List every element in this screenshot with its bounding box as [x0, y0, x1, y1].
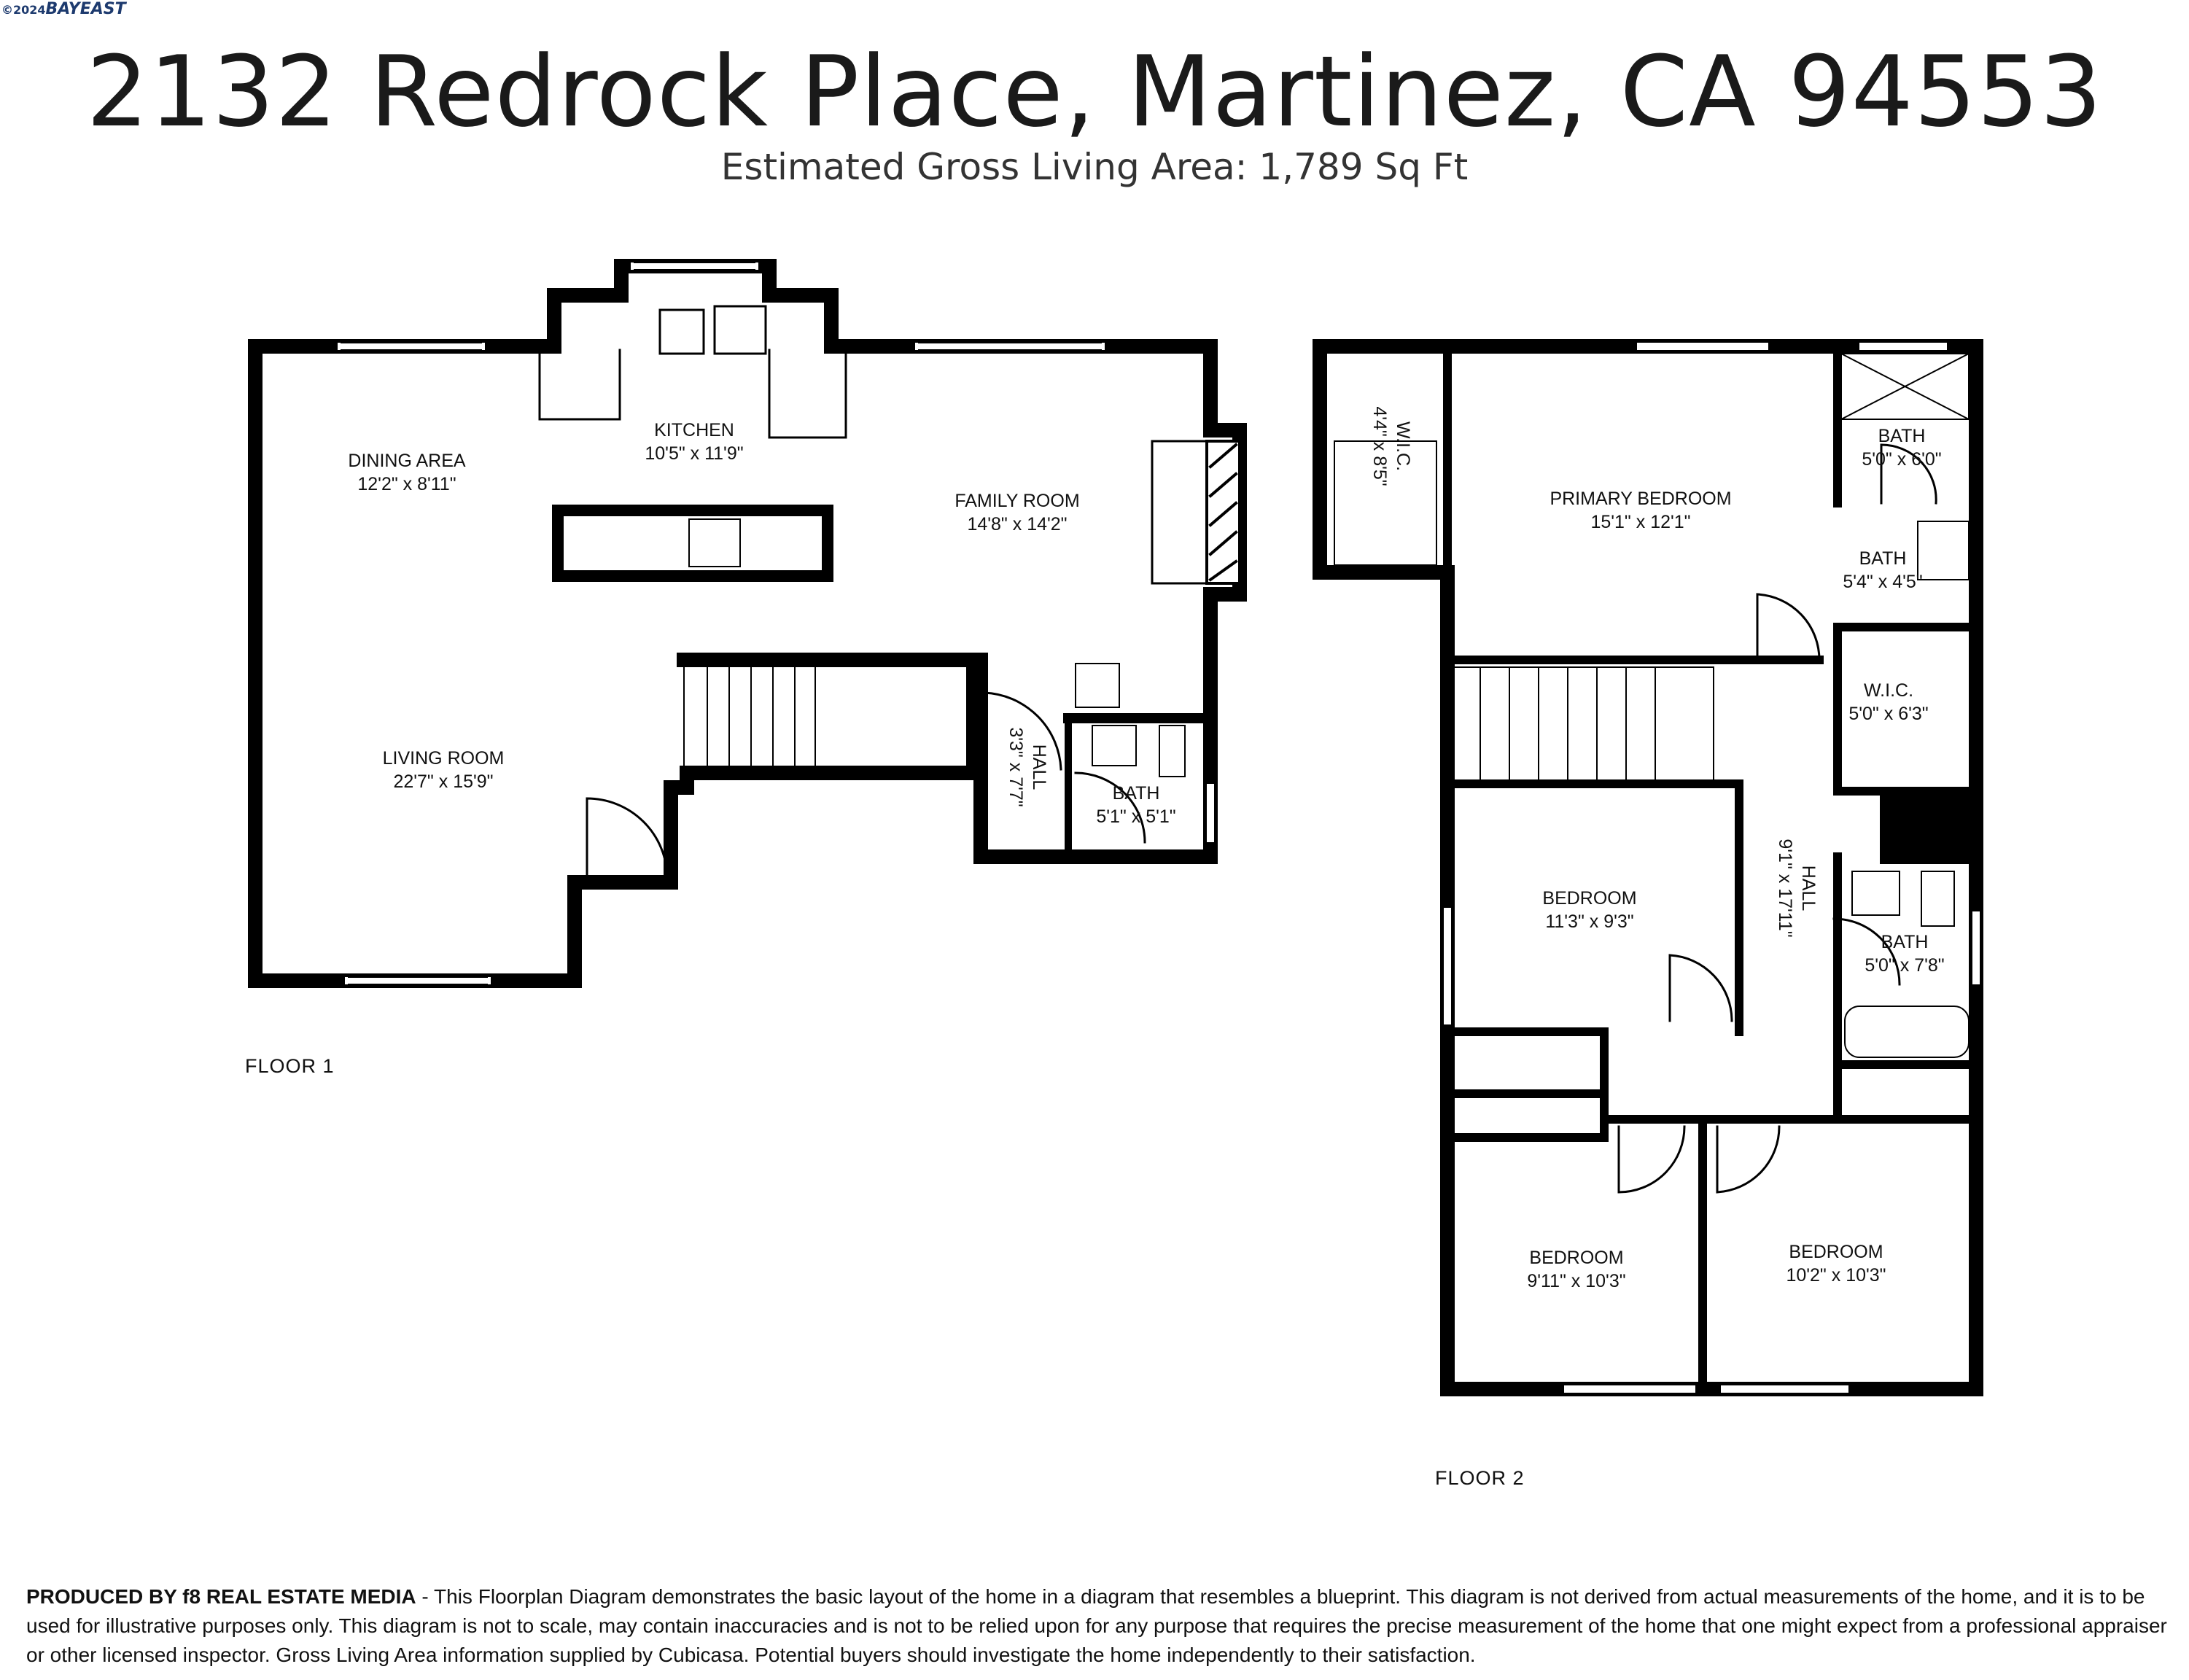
room-name-kitchen: KITCHEN	[654, 420, 734, 440]
room-name-hall2: HALL	[1798, 866, 1819, 911]
room-dims-hall2: 9'1" x 17'11"	[1775, 839, 1795, 937]
room-dims-family: 14'8" x 14'2"	[967, 514, 1067, 534]
room-dims-primary: 15'1" x 12'1"	[1590, 512, 1690, 532]
disclaimer-lead: PRODUCED BY f8 REAL ESTATE MEDIA	[26, 1585, 416, 1608]
room-name-bedroom1: BEDROOM	[1542, 888, 1636, 909]
room-dims-hall1: 3'3" x 7'7"	[1006, 727, 1026, 806]
logo-brand: BAYEAST	[45, 0, 126, 18]
room-name-bath2: BATH	[1878, 426, 1926, 446]
room-name-bedroom3: BEDROOM	[1789, 1242, 1883, 1262]
room-name-dining: DINING AREA	[348, 451, 465, 471]
room-dims-bedroom2: 9'11" x 10'3"	[1527, 1271, 1625, 1291]
room-name-primary: PRIMARY BEDROOM	[1550, 489, 1731, 509]
floor1-label: FLOOR 1	[245, 1055, 335, 1077]
room-name-wic1: W.I.C.	[1393, 421, 1413, 471]
floor1-plan	[248, 259, 1247, 988]
room-name-bedroom2: BEDROOM	[1529, 1248, 1623, 1268]
room-dims-kitchen: 10'5" x 11'9"	[645, 443, 743, 464]
room-dims-bedroom1: 11'3" x 9'3"	[1545, 911, 1633, 932]
bayeast-logo: ©2024BAYEAST	[1, 0, 126, 18]
room-name-wic2: W.I.C.	[1864, 680, 1913, 701]
room-dims-dining: 12'2" x 8'11"	[357, 474, 456, 494]
page-title: 2132 Redrock Place, Martinez, CA 94553	[86, 35, 2103, 149]
floor2-label: FLOOR 2	[1435, 1467, 1525, 1489]
room-name-bath1: BATH	[1113, 783, 1160, 804]
logo-year: ©2024	[1, 3, 46, 17]
room-name-bath4: BATH	[1881, 932, 1929, 952]
room-name-family: FAMILY ROOM	[954, 491, 1079, 511]
room-dims-wic1: 4'4" x 8'5"	[1369, 406, 1390, 486]
room-name-bath3: BATH	[1859, 548, 1907, 569]
room-dims-bedroom3: 10'2" x 10'3"	[1786, 1265, 1886, 1286]
room-dims-wic2: 5'0" x 6'3"	[1848, 704, 1928, 724]
room-name-hall1: HALL	[1029, 744, 1049, 790]
room-dims-bath4: 5'0" x 7'8"	[1865, 955, 1944, 976]
floor2-plan	[1313, 339, 1983, 1396]
room-dims-bath1: 5'1" x 5'1"	[1096, 806, 1175, 827]
room-dims-living: 22'7" x 15'9"	[393, 771, 493, 792]
disclaimer: PRODUCED BY f8 REAL ESTATE MEDIA - This …	[26, 1582, 2170, 1670]
disclaimer-body: - This Floorplan Diagram demonstrates th…	[26, 1585, 2167, 1666]
room-dims-bath2: 5'0" x 6'0"	[1862, 449, 1941, 470]
room-dims-bath3: 5'4" x 4'5"	[1843, 572, 1922, 592]
page-subtitle: Estimated Gross Living Area: 1,789 Sq Ft	[720, 146, 1469, 188]
room-name-living: LIVING ROOM	[383, 748, 505, 769]
